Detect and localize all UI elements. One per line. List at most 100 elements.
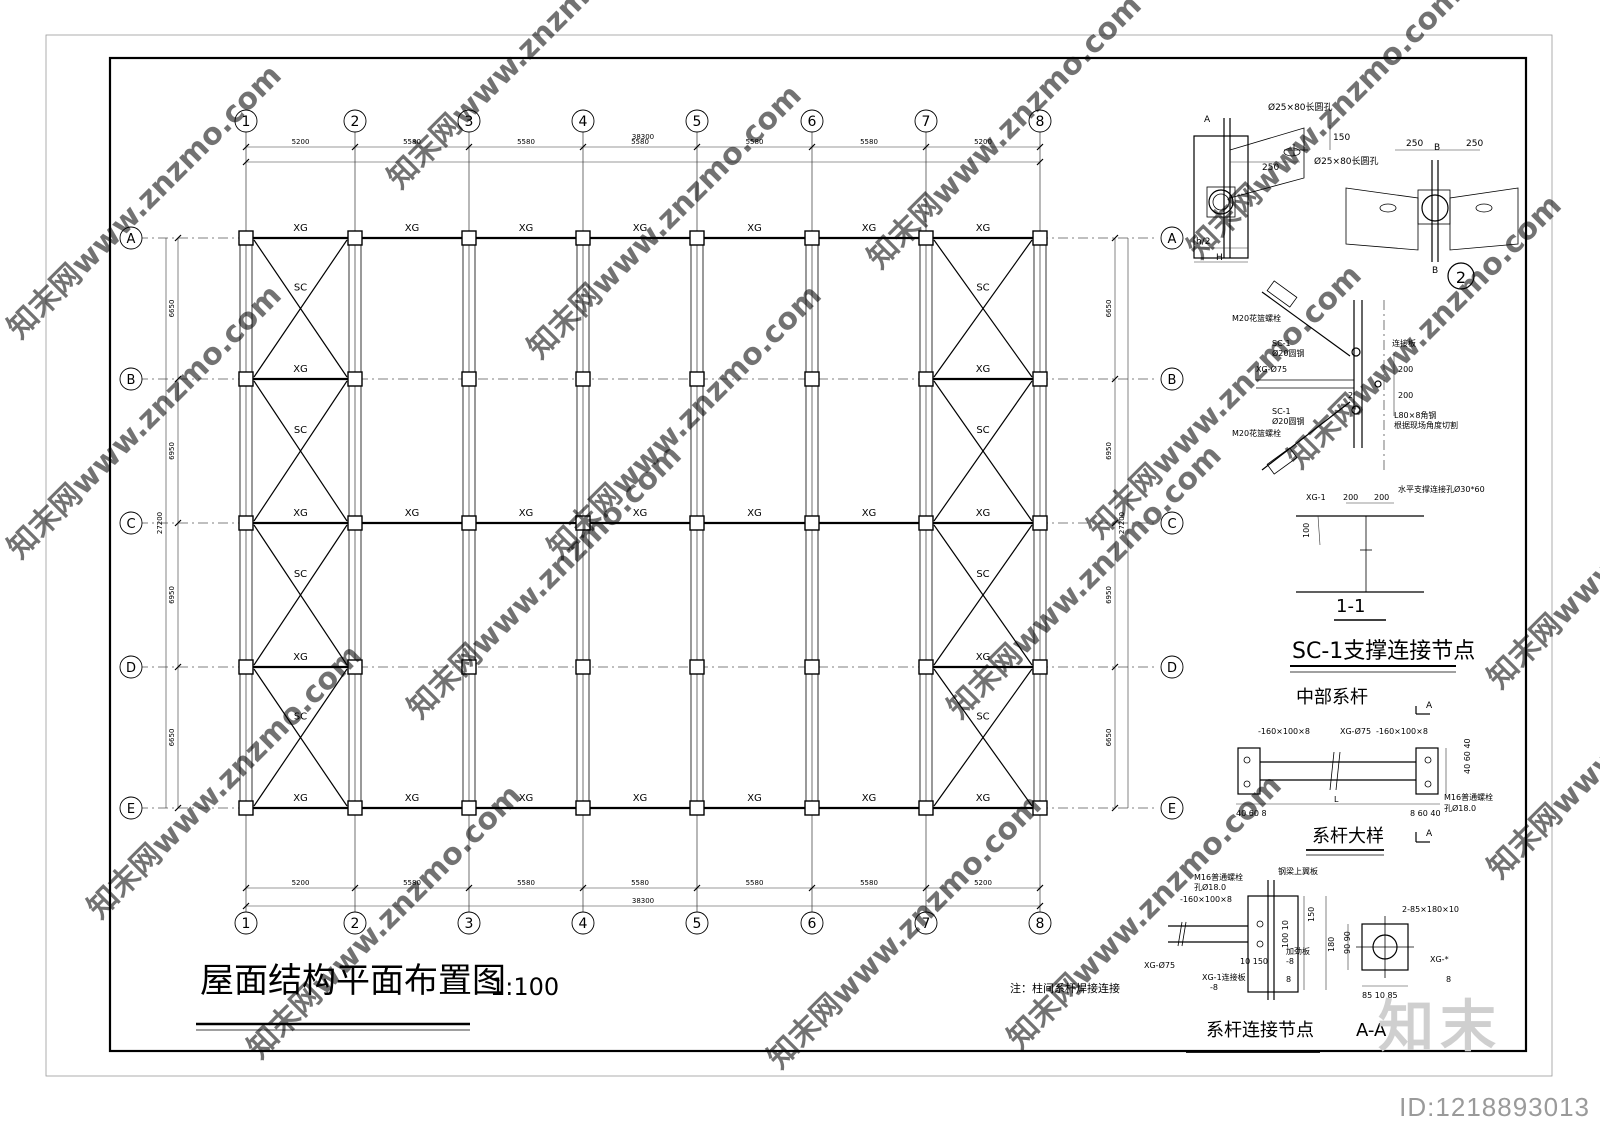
tie-conn-v-dim: 180 — [1327, 937, 1336, 952]
tie-middle-L: L — [1334, 795, 1339, 804]
axis-bubble-2 — [343, 911, 367, 935]
column-square — [918, 659, 934, 675]
tie-conn-roof-beam: 钢梁上翼板 — [1278, 866, 1318, 876]
axis-bubble-D — [119, 655, 143, 679]
watermark-text: 知末网www.znzmo.com — [81, 638, 369, 926]
sc-brace — [253, 239, 348, 378]
dim-tick — [174, 375, 182, 383]
tie-conn-xg1-plate: XG-1连接板 — [1202, 972, 1246, 982]
xg-label: XG — [976, 223, 991, 234]
row-dim: 6950 — [1105, 442, 1113, 460]
tie-conn-dim-8: 8 — [1286, 975, 1291, 984]
sc1-xg75: XG-Ø75 — [1256, 364, 1287, 374]
aa-section-label: A-A — [1356, 1020, 1387, 1041]
aa-dim-8: 8 — [1446, 975, 1451, 984]
tie-middle-dims-left: 40 60 8 — [1236, 809, 1267, 818]
xg-label: XG — [405, 508, 420, 519]
dim-tick — [351, 143, 359, 151]
tie-middle-section-a-bottom: A — [1426, 829, 1433, 839]
node2-section-b: B — [1434, 143, 1440, 153]
total-length-dim: 38300 — [632, 897, 654, 905]
tie-conn-stiff: 加劲板 — [1286, 946, 1310, 956]
dim-tick — [351, 884, 359, 892]
row-dim: 6650 — [168, 300, 176, 318]
tie-conn-dim-150: 150 — [1307, 907, 1316, 922]
detail-tie-connection: M16普通螺栓 孔Ø18.0 -160×100×8 钢梁上翼板 150 100 … — [1144, 866, 1459, 1053]
node2-H: H — [1216, 253, 1223, 263]
watermark-logo: 知末 — [1378, 995, 1502, 1060]
xg-label: XG — [862, 508, 877, 519]
tie-middle-plate-1: -160×100×8 — [1258, 727, 1310, 736]
axis-letter-A: A — [127, 232, 136, 247]
xg-label: XG — [405, 793, 420, 804]
dim-tick — [174, 663, 182, 671]
column-square — [689, 659, 705, 675]
tie-middle-xg75: XG-Ø75 — [1340, 726, 1371, 736]
dim-tick — [579, 143, 587, 151]
total-width-dim: 27200 — [1118, 512, 1126, 534]
xg-label: XG — [405, 223, 420, 234]
axis-number-8: 8 — [1036, 916, 1045, 932]
tie-conn-dim-100: 100 10 — [1281, 920, 1290, 948]
sc1-horizontal-hole: 水平支撑连接孔Ø30*60 — [1398, 484, 1485, 494]
axis-letter-C: C — [1167, 517, 1176, 532]
axis-bubble-1 — [234, 911, 258, 935]
dim-tick — [808, 884, 816, 892]
column-square — [1032, 515, 1048, 531]
column-square — [238, 515, 254, 531]
axis-number-3: 3 — [465, 114, 474, 130]
sc1-dim-200-b: 200 — [1398, 391, 1413, 400]
sc-label: SC — [294, 425, 307, 436]
sc-label: SC — [976, 569, 989, 580]
bay-dim: 5200 — [974, 138, 992, 146]
axis-number-5: 5 — [693, 916, 702, 932]
xg-label: XG — [976, 364, 991, 375]
dim-tick — [922, 884, 930, 892]
column-square — [575, 515, 591, 531]
watermark-text: 知末网www.znzmo.com — [1081, 258, 1369, 546]
axis-bubble-A — [119, 226, 143, 250]
sc1-m20-bottom: M20花篮螺栓 — [1232, 428, 1281, 438]
axis-number-8: 8 — [1036, 114, 1045, 130]
row-dim: 6650 — [168, 729, 176, 747]
axis-number-1: 1 — [242, 916, 251, 932]
xg-label: XG — [519, 508, 534, 519]
dim-tick — [1036, 884, 1044, 892]
column-square — [804, 659, 820, 675]
plan-title: 屋面结构平面布置图 — [200, 961, 506, 1001]
column-square — [804, 800, 820, 816]
sc-label: SC — [976, 425, 989, 436]
axis-bubble-6 — [800, 109, 824, 133]
watermark-id: ID:1218893013 — [1399, 1092, 1590, 1122]
column-square — [461, 371, 477, 387]
axis-number-7: 7 — [922, 114, 931, 130]
detail-sc1: M20花篮螺栓 SC-1 Ø20圆钢 连接板 XG-Ø75 200 200 2 … — [1232, 280, 1485, 673]
axis-letter-A: A — [1168, 232, 1177, 247]
axis-letter-E: E — [1168, 802, 1176, 817]
dim-tick — [242, 884, 250, 892]
dim-tick — [1111, 234, 1119, 242]
column-square — [461, 515, 477, 531]
bay-dim: 5200 — [292, 879, 310, 887]
column-square — [689, 230, 705, 246]
row-dim: 6650 — [1105, 300, 1113, 318]
axis-letter-D: D — [1167, 661, 1177, 676]
column-square — [804, 515, 820, 531]
dim-tick — [1111, 519, 1119, 527]
column-square — [918, 230, 934, 246]
column-square — [238, 659, 254, 675]
axis-bubble-7 — [914, 911, 938, 935]
tie-middle-plate-2: -160×100×8 — [1376, 727, 1428, 736]
tie-middle-hole: 孔Ø18.0 — [1444, 803, 1476, 813]
sc1-dim-200-c: 200 — [1343, 493, 1358, 502]
axis-number-6: 6 — [808, 916, 817, 932]
node2-section-b2: B — [1432, 266, 1438, 276]
sc1-angle: L80×8角钢 — [1394, 410, 1436, 420]
dim-tick — [1111, 663, 1119, 671]
sc-brace — [933, 524, 1033, 666]
tie-conn-m16: M16普通螺栓 — [1194, 872, 1243, 882]
bay-dim: 5580 — [403, 138, 421, 146]
axis-number-1: 1 — [242, 114, 251, 130]
axis-letter-D: D — [126, 661, 136, 676]
